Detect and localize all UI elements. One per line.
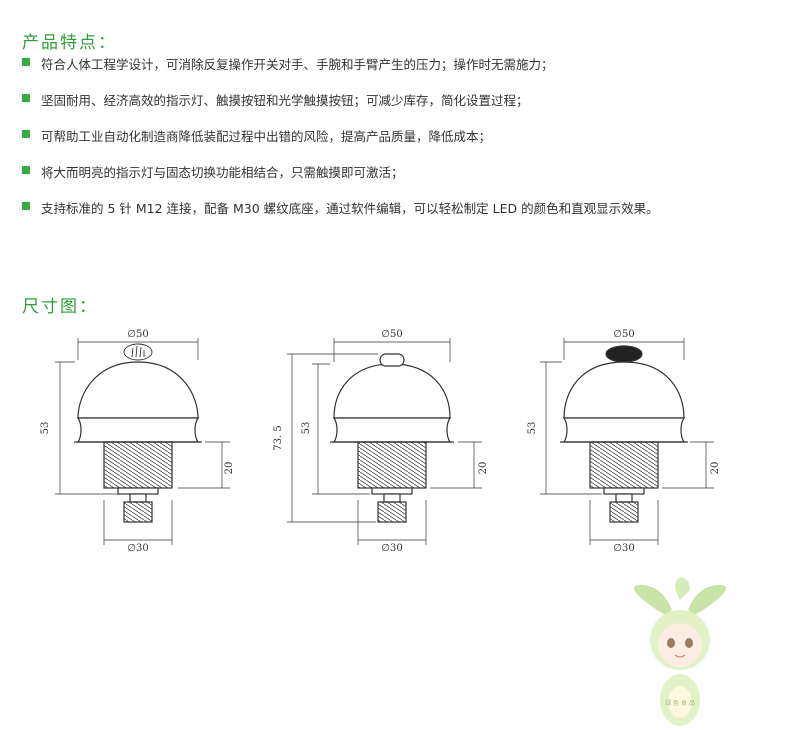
mascot-watermark: 绿 色 食 品 bbox=[634, 577, 726, 726]
drawing-optical-button bbox=[287, 338, 482, 545]
feature-text: 可帮助工业自动化制造商降低装配过程中出错的风险，提高产品质量，降低成本； bbox=[41, 129, 492, 144]
drawing-indicator-light bbox=[540, 338, 714, 545]
feature-item: 可帮助工业自动化制造商降低装配过程中出错的风险，提高产品质量，降低成本； bbox=[22, 126, 782, 162]
thread-length-label: 20 bbox=[710, 462, 721, 475]
bullet-icon bbox=[22, 94, 30, 102]
drawing-touch-button bbox=[55, 338, 230, 545]
top-diameter-label: ∅50 bbox=[127, 329, 148, 340]
top-diameter-label: ∅50 bbox=[381, 329, 402, 340]
height-label: 53 bbox=[527, 422, 538, 435]
feature-item: 支持标准的 5 针 M12 连接，配备 M30 螺纹底座，通过软件编辑，可以轻松… bbox=[22, 198, 782, 234]
bullet-icon bbox=[22, 130, 30, 138]
dimension-drawings: ∅50 53 20 ∅30 ∅50 73. 5 bbox=[40, 329, 726, 726]
bullet-icon bbox=[22, 58, 30, 66]
feature-text: 支持标准的 5 针 M12 连接，配备 M30 螺纹底座，通过软件编辑，可以轻松… bbox=[41, 201, 659, 216]
bullet-icon bbox=[22, 166, 30, 174]
thread-length-label: 20 bbox=[224, 462, 235, 475]
total-height-label: 73. 5 bbox=[273, 425, 284, 450]
base-diameter-label: ∅30 bbox=[127, 543, 148, 554]
thread-length-label: 20 bbox=[478, 462, 489, 475]
lens-icon bbox=[605, 345, 643, 363]
feature-item: 坚固耐用、经济高效的指示灯、触摸按钮和光学触摸按钮；可减少库存，简化设置过程； bbox=[22, 90, 782, 126]
bullet-icon bbox=[22, 202, 30, 210]
top-diameter-label: ∅50 bbox=[613, 329, 634, 340]
features-title: 产品特点： bbox=[22, 33, 117, 54]
mascot-text: 绿 色 食 品 bbox=[665, 699, 695, 707]
height-label: 53 bbox=[40, 422, 51, 435]
base-diameter-label: ∅30 bbox=[381, 543, 402, 554]
dimensions-title: 尺寸图： bbox=[22, 297, 98, 318]
hand-touch-icon bbox=[123, 343, 153, 361]
feature-list: 符合人体工程学设计，可消除反复操作开关对手、手腕和手臂产生的压力；操作时无需施力… bbox=[22, 54, 782, 234]
feature-item: 符合人体工程学设计，可消除反复操作开关对手、手腕和手臂产生的压力；操作时无需施力… bbox=[22, 54, 782, 90]
feature-item: 将大而明亮的指示灯与固态切换功能相结合，只需触摸即可激活； bbox=[22, 162, 782, 198]
height-label: 53 bbox=[301, 422, 312, 435]
feature-text: 将大而明亮的指示灯与固态切换功能相结合，只需触摸即可激活； bbox=[41, 165, 404, 180]
feature-text: 符合人体工程学设计，可消除反复操作开关对手、手腕和手臂产生的压力；操作时无需施力… bbox=[41, 57, 554, 72]
base-diameter-label: ∅30 bbox=[613, 543, 634, 554]
feature-text: 坚固耐用、经济高效的指示灯、触摸按钮和光学触摸按钮；可减少库存，简化设置过程； bbox=[41, 93, 529, 108]
